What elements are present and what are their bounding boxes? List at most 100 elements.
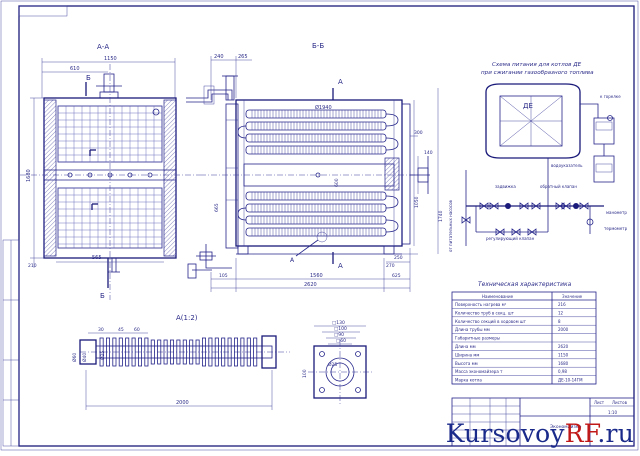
scheme-title-1: Схема питания для котлов ДЕ: [492, 62, 582, 68]
title-scale: 1:10: [608, 410, 617, 415]
tube-bend: [385, 219, 399, 233]
valve-symbol: [511, 228, 521, 236]
tube-bend: [237, 125, 247, 139]
tech-row-value: 1150: [558, 352, 569, 357]
boiler-label: ДЕ: [523, 102, 533, 110]
section-aa-view: А-А 1150 610 Б Б: [20, 43, 200, 300]
dim-bb-1: 240: [214, 54, 224, 60]
tube-bend: [385, 195, 399, 209]
cut-a-top: А: [338, 78, 343, 86]
dim-bb-250: 250: [394, 255, 403, 261]
feed-scheme: Схема питания для котлов ДЕ при сжигании…: [448, 62, 628, 252]
top-corner-box: [18, 5, 68, 17]
dim-aa-half: 610: [70, 66, 80, 72]
dim-bb-625: 625: [392, 273, 401, 279]
dim-flange-100v: 100: [302, 369, 308, 378]
title-sheets: Листов: [612, 400, 628, 405]
tech-row-value: 2620: [558, 344, 569, 349]
scheme-label-regulating: регулирующий клапан: [486, 236, 535, 241]
tube-fin: [208, 337, 213, 367]
dim-detail-60: 60: [134, 327, 140, 333]
tech-col-value: Значение: [562, 294, 583, 299]
boiler-de: [485, 83, 581, 159]
bb-left-header: [225, 103, 239, 249]
dim-bb-2: 265: [238, 54, 248, 60]
detail-ribs: [99, 337, 258, 367]
tube-fin: [195, 339, 200, 365]
tube-fin: [118, 337, 123, 367]
watermark-name: Kursovoy: [445, 419, 565, 448]
tech-title: Техническая характеристика: [478, 281, 572, 288]
dim-aa-foot: 210: [28, 263, 37, 269]
dim-flange-130: □130: [332, 320, 345, 326]
valve-symbol: [479, 202, 489, 210]
dim-bb-270: 270: [386, 263, 395, 269]
tube-fin: [106, 337, 111, 367]
dim-detail-d40: Ø40: [81, 353, 88, 362]
tube-fin: [137, 337, 142, 367]
valve-symbol: [555, 202, 565, 210]
tube-bend: [385, 113, 399, 127]
dim-detail-d60: Ø60: [71, 353, 78, 362]
tech-row-name: Ширина мм: [455, 352, 479, 357]
watermark-tld: .ru: [597, 419, 634, 448]
dim-flange-d25: Ø25: [328, 361, 337, 368]
tech-row-name: Длина трубы мм: [455, 327, 490, 332]
dim-detail-length: 2000: [176, 400, 189, 406]
tube-fin: [150, 339, 155, 365]
scheme-label-manometer: манометр: [606, 210, 627, 215]
title-sheet: Лист: [594, 400, 605, 405]
tube-fin: [131, 337, 136, 367]
tube-fin: [246, 337, 251, 367]
flange-view: □130 □100 □90 □60 Ø25 100: [302, 320, 372, 404]
dim-flange-100: □100: [334, 326, 347, 332]
dim-detail-d25: Ø25: [99, 351, 106, 360]
detail-left-end: [79, 339, 97, 365]
bb-tube-bends: [237, 113, 399, 233]
tube-fin: [201, 337, 206, 367]
tube-fin: [169, 339, 174, 365]
tube-fin: [125, 337, 130, 367]
title-block: Лист Листов Экономайзер 1:10: [451, 397, 635, 447]
dim-bb-140: 140: [424, 150, 433, 156]
section-bb-title: Б-Б: [312, 42, 324, 50]
scheme-label-burner: к горелке: [600, 94, 621, 99]
scheme-label-feed: от питательных насосов: [448, 199, 453, 252]
tube-fin: [112, 337, 117, 367]
scheme-label-level: водоуказатель: [551, 163, 583, 168]
tube-fin: [253, 337, 258, 367]
tech-row-name: Поверхность нагрева м²: [455, 302, 507, 307]
valve-symbol: [489, 202, 499, 210]
tube-fin: [221, 337, 226, 367]
tube-fin: [240, 337, 245, 367]
tube-bend: [385, 137, 399, 151]
dim-aa-inner: 565: [92, 255, 102, 261]
tube-fin: [157, 339, 162, 365]
tech-row-value: 2000: [558, 327, 569, 332]
tube-fin: [214, 337, 219, 367]
cut-a-bottom: А: [338, 262, 343, 270]
tube-fin: [182, 339, 187, 365]
dim-aa-width: 1150: [104, 56, 117, 62]
dim-bb-1740: 1740: [438, 210, 444, 222]
scheme-label-thermometer: термометр: [604, 226, 628, 231]
tech-row-value: 1680: [558, 361, 569, 366]
dim-bb-diameter: Ø1940: [315, 104, 332, 111]
tech-row-name: Количество труб в секц. шт: [455, 310, 514, 315]
cut-b-bottom: Б: [100, 292, 105, 300]
cut-b-top: Б: [86, 74, 91, 82]
bb-side-flange: [384, 157, 400, 191]
detail-title: А(1:2): [176, 314, 198, 322]
dim-detail-45: 45: [118, 327, 124, 333]
section-aa-title: А-А: [97, 43, 109, 51]
dim-bb-665: 665: [214, 203, 220, 212]
dim-detail-30: 30: [98, 327, 104, 333]
valve-symbol: [531, 202, 541, 210]
tech-row-value: 0,98: [558, 369, 567, 374]
tech-row-name: Длина мм: [455, 344, 476, 349]
bb-ribbed-tubes: [245, 109, 387, 237]
scheme-title-2: при сжигании газообразного топлива: [481, 70, 594, 76]
